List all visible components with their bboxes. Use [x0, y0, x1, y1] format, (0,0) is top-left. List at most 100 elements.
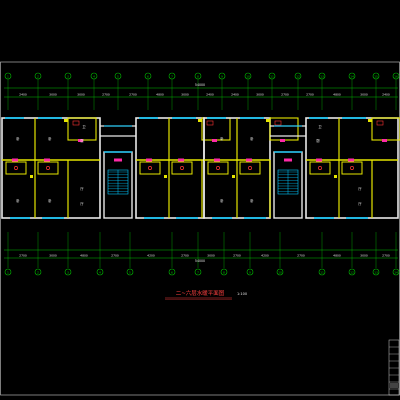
dimension-text: 4800 — [333, 93, 341, 97]
door — [280, 139, 285, 142]
grid-bubble — [392, 268, 400, 276]
grid-label: 8 — [223, 270, 225, 274]
grid-label: 1 — [7, 74, 9, 78]
grid-label: 14 — [350, 74, 354, 78]
dimension-text: 2700 — [181, 254, 189, 258]
grid-label: 1 — [7, 270, 9, 274]
room-label: 卧 — [250, 136, 254, 141]
grid-label: 4 — [99, 270, 101, 274]
grid-label: 5 — [117, 74, 119, 78]
door — [214, 158, 220, 162]
bathroom — [139, 161, 161, 175]
pipe-riser — [64, 119, 68, 122]
grid-bubble — [348, 72, 356, 80]
room-label: 卫 — [82, 125, 86, 129]
dimension-text: 2700 — [297, 254, 305, 258]
dimension-text: 2700 — [233, 254, 241, 258]
grid-bubble — [294, 72, 302, 80]
fixture — [318, 166, 322, 170]
door — [78, 139, 83, 142]
fixture — [148, 166, 152, 170]
door — [114, 158, 122, 162]
dimension-text: 4800 — [156, 93, 164, 97]
dimension-text: 2700 — [382, 254, 390, 258]
fixture — [274, 120, 282, 126]
grid-label: 8 — [197, 74, 199, 78]
door — [146, 158, 152, 162]
dimension-text: 3000 — [49, 254, 57, 258]
fixture — [206, 120, 214, 126]
building-plan: 卧卧厨卫卧卧厅厅卧卧厨卫卧卧厅厅 — [1, 117, 400, 219]
drawing-frame — [0, 61, 400, 396]
service-room — [67, 117, 97, 141]
room-label: 卧 — [16, 198, 20, 203]
dimension-text: 3000 — [49, 93, 57, 97]
dimension-text: 3000 — [256, 93, 264, 97]
grid-bubble — [126, 268, 134, 276]
grid-bubble — [246, 268, 254, 276]
dimension-text: 3000 — [360, 254, 368, 258]
door — [246, 158, 252, 162]
room-label: 厅 — [80, 187, 84, 191]
grid-bubble — [4, 72, 12, 80]
dimension-text: 4800 — [333, 254, 341, 258]
grid-bubble — [318, 72, 326, 80]
grid-bubble — [34, 268, 42, 276]
grid-label: 7 — [197, 270, 199, 274]
pipe-riser — [266, 119, 270, 122]
grid-bubble — [114, 72, 122, 80]
fixture — [46, 166, 50, 170]
grid-label: 11 — [320, 270, 324, 274]
dimension-text: 2700 — [129, 93, 137, 97]
fixture — [376, 120, 384, 126]
grid-bubble — [194, 268, 202, 276]
dimension-text: 3000 — [77, 93, 85, 97]
grid-label: 10 — [246, 74, 250, 78]
dimension-text: 3000 — [207, 254, 215, 258]
dimension-text: 2700 — [19, 254, 27, 258]
grid-bubble — [96, 268, 104, 276]
bathroom — [5, 161, 27, 175]
grid-bubble — [244, 72, 252, 80]
grid-label: 13 — [374, 270, 378, 274]
grid-label: 13 — [320, 74, 324, 78]
fixture — [216, 166, 220, 170]
room-label: 卧 — [48, 198, 52, 203]
dimension-text: 2700 — [281, 93, 289, 97]
room-label: 卧 — [16, 136, 20, 141]
bathroom — [309, 161, 331, 175]
pipe-riser — [198, 119, 202, 122]
service-room — [201, 117, 231, 141]
bathroom — [239, 161, 261, 175]
unit-outline — [1, 117, 101, 219]
drawing-title-group: 二~六层水暖平面图 1:100 — [165, 289, 247, 300]
grid-bubble — [64, 268, 72, 276]
drawing-title: 二~六层水暖平面图 — [176, 289, 225, 297]
room-label: 厅 — [80, 202, 84, 206]
grid-bubble — [34, 72, 42, 80]
room-label: 卧 — [220, 198, 224, 203]
pipe-riser — [30, 175, 33, 178]
fixture — [14, 166, 18, 170]
grid-bubble — [218, 72, 226, 80]
grid-bubble — [372, 72, 380, 80]
dimension-text: 2700 — [102, 93, 110, 97]
grid-bubble — [268, 72, 276, 80]
door — [316, 158, 322, 162]
bottom-total-dimension: 54000 — [195, 259, 205, 263]
fixture — [180, 166, 184, 170]
pipe-riser — [164, 175, 167, 178]
bathroom — [37, 161, 59, 175]
room-label: 卧 — [48, 136, 52, 141]
room-label: 厨 — [316, 138, 320, 143]
grid-label: 10 — [278, 270, 282, 274]
dimension-text: 4200 — [147, 254, 155, 258]
grid-bubble — [144, 72, 152, 80]
bathroom — [207, 161, 229, 175]
pipe-riser — [368, 119, 372, 122]
dimension-text: 2700 — [306, 93, 314, 97]
bathroom — [341, 161, 363, 175]
pipe-riser — [232, 175, 235, 178]
